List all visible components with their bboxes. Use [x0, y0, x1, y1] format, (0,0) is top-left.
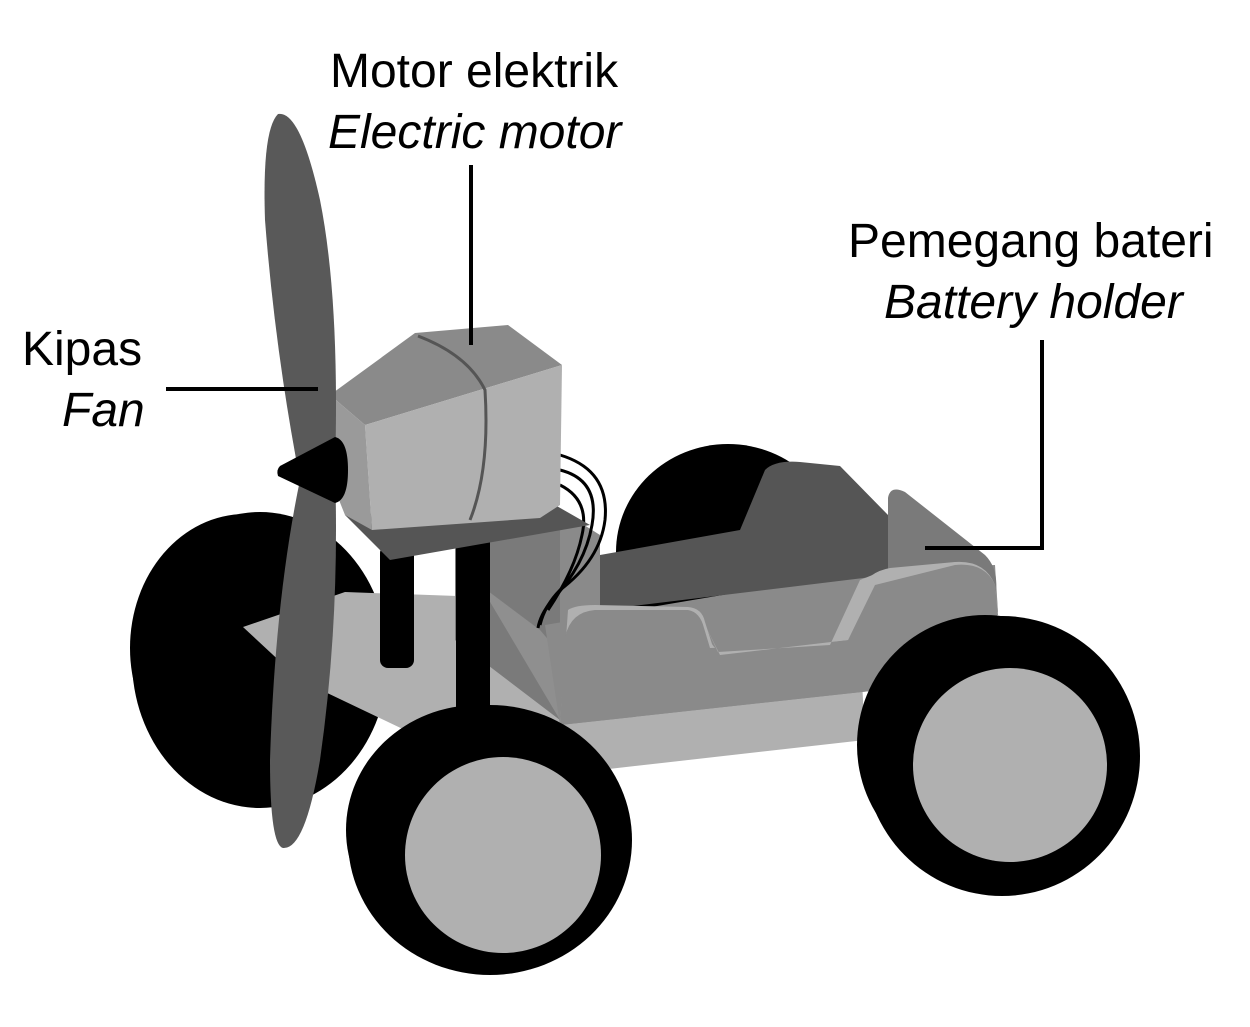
electric-motor: [330, 325, 562, 530]
battery-leader-line: [925, 340, 1044, 550]
front-right-wheel: [857, 615, 1140, 896]
motor-label-english: Electric motor: [328, 106, 622, 159]
motor-label-malay: Motor elektrik: [330, 45, 619, 98]
battery-label-malay: Pemegang bateri: [848, 215, 1214, 268]
left-post: [380, 545, 414, 668]
fan-label-malay: Kipas: [22, 323, 143, 376]
front-post: [456, 540, 490, 730]
battery-label-english: Battery holder: [884, 276, 1183, 329]
fan: [264, 113, 348, 849]
motor-wires: [536, 453, 607, 629]
front-left-wheel: [346, 705, 632, 975]
fan-label-english: Fan: [62, 384, 145, 437]
